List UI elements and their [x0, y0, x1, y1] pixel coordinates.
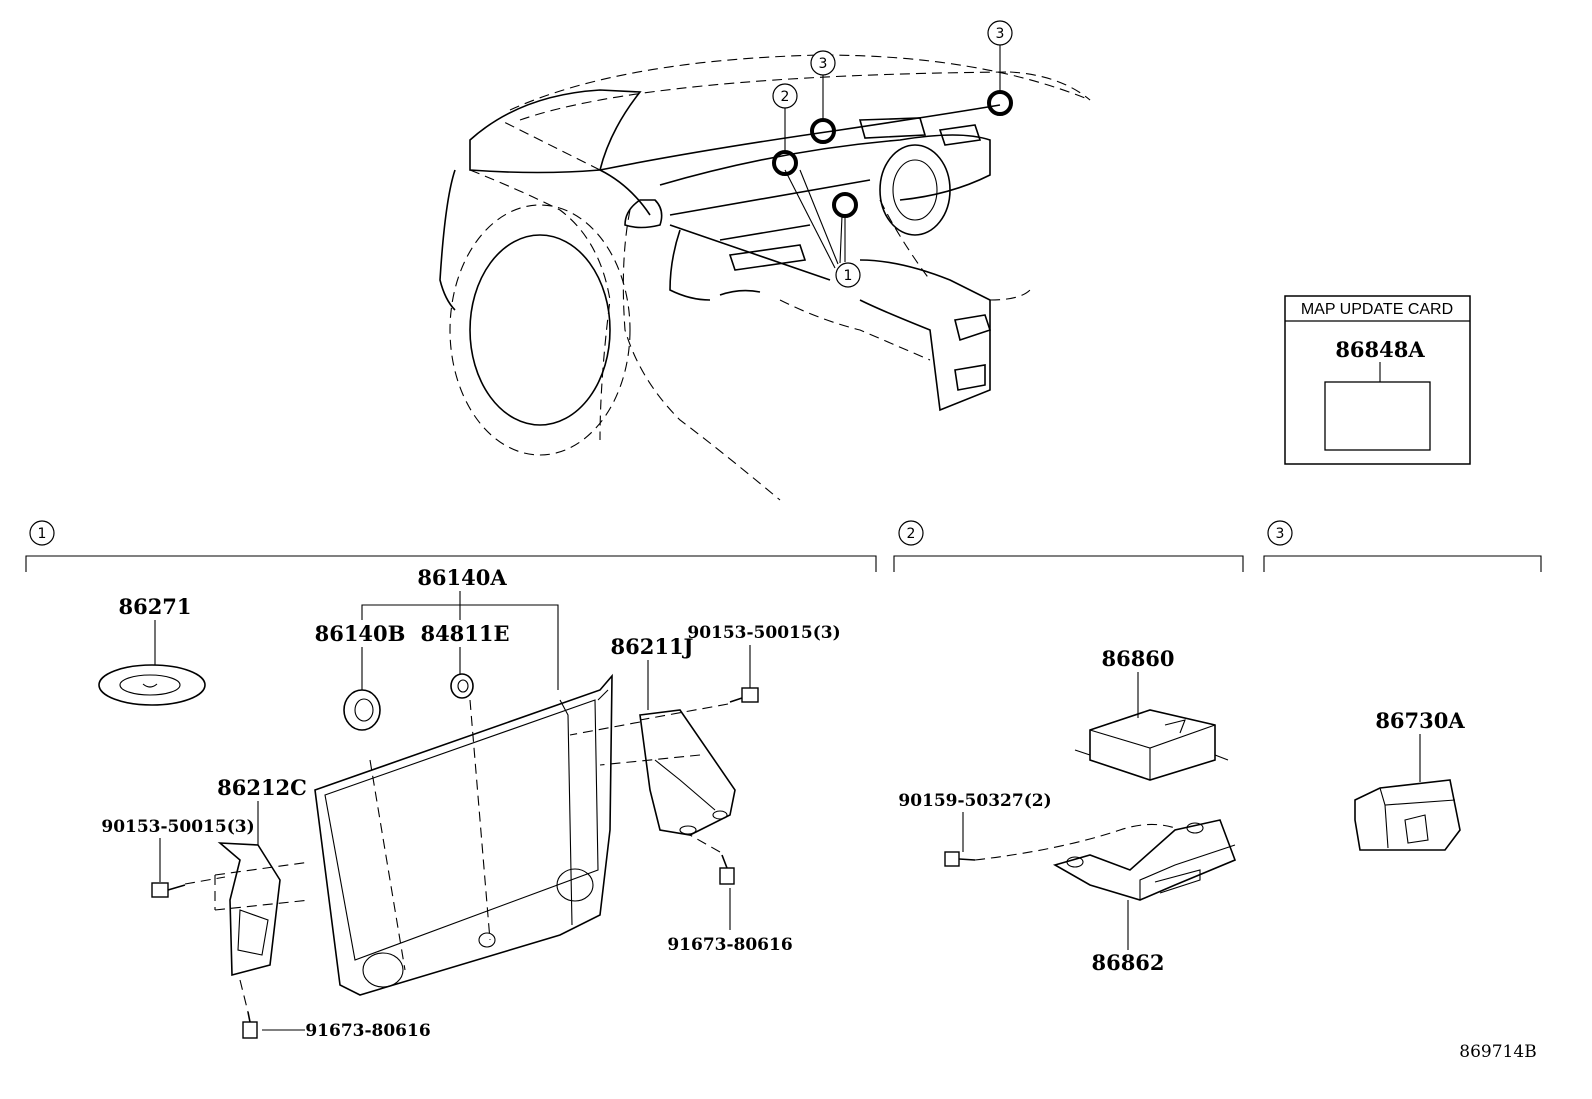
antenna-module-shape: [1354, 779, 1461, 851]
disc-shape: [98, 664, 206, 706]
screw-left-shape: [151, 882, 186, 898]
label-86211J: 86211J: [611, 634, 694, 659]
diagram-number: 869714B: [1459, 1042, 1536, 1062]
left-bracket-shape: [217, 842, 281, 977]
bolt-right-shape: [719, 854, 735, 885]
label-84811E: 84811E: [420, 621, 509, 646]
section-1-parts: 86271 86140A 86140B 84811E: [98, 565, 841, 1041]
map-update-card-shape: [1324, 381, 1431, 451]
section-1-marker: 1: [38, 526, 47, 542]
clip-shape: [450, 673, 474, 699]
label-90153-50015-left: 90153-50015(3): [101, 817, 254, 837]
callout-1-top: 1: [844, 268, 853, 284]
label-86271: 86271: [118, 594, 191, 619]
section-2-parts: 86860 90159-50327(2) 86862: [898, 646, 1237, 975]
map-update-card-title: MAP UPDATE CARD: [1301, 301, 1453, 318]
bracket-86862-shape: [1052, 819, 1237, 901]
label-86848A: 86848A: [1335, 337, 1425, 362]
callout-3-top-b: 3: [996, 26, 1005, 42]
right-bracket-shape: [639, 709, 736, 836]
section-3-parts: 86730A: [1354, 708, 1465, 851]
callout-2-top: 2: [781, 89, 790, 105]
vehicle-interior-illustration: [439, 54, 1091, 501]
vehicle-location-markers: 2 3 3 1: [772, 20, 1013, 288]
screw-right-shape: [729, 687, 759, 703]
label-90159-50327: 90159-50327(2): [898, 791, 1051, 811]
callout-3-top-a: 3: [819, 56, 828, 72]
location-marker-1: [832, 192, 858, 218]
label-86212C: 86212C: [217, 775, 307, 800]
display-panel: [314, 673, 613, 996]
cushion-shape: [343, 689, 381, 731]
bolt-left-shape: [242, 1011, 258, 1039]
section-headers: 1 2 3: [25, 520, 1542, 572]
module-shape: [1074, 709, 1229, 781]
section-3-marker: 3: [1276, 526, 1285, 542]
section-2-marker: 2: [907, 526, 916, 542]
label-86730A: 86730A: [1375, 708, 1465, 733]
location-marker-3b: [987, 90, 1013, 116]
label-91673-80616-right: 91673-80616: [667, 935, 792, 955]
screw-section2-shape: [944, 851, 976, 867]
label-86862: 86862: [1091, 950, 1164, 975]
map-update-card-box: MAP UPDATE CARD 86848A: [1284, 295, 1471, 465]
label-86140A: 86140A: [417, 565, 507, 590]
label-91673-80616-left: 91673-80616: [305, 1021, 430, 1041]
label-86140B: 86140B: [315, 621, 406, 646]
label-90153-50015-right: 90153-50015(3): [687, 623, 840, 643]
label-86860: 86860: [1101, 646, 1174, 671]
